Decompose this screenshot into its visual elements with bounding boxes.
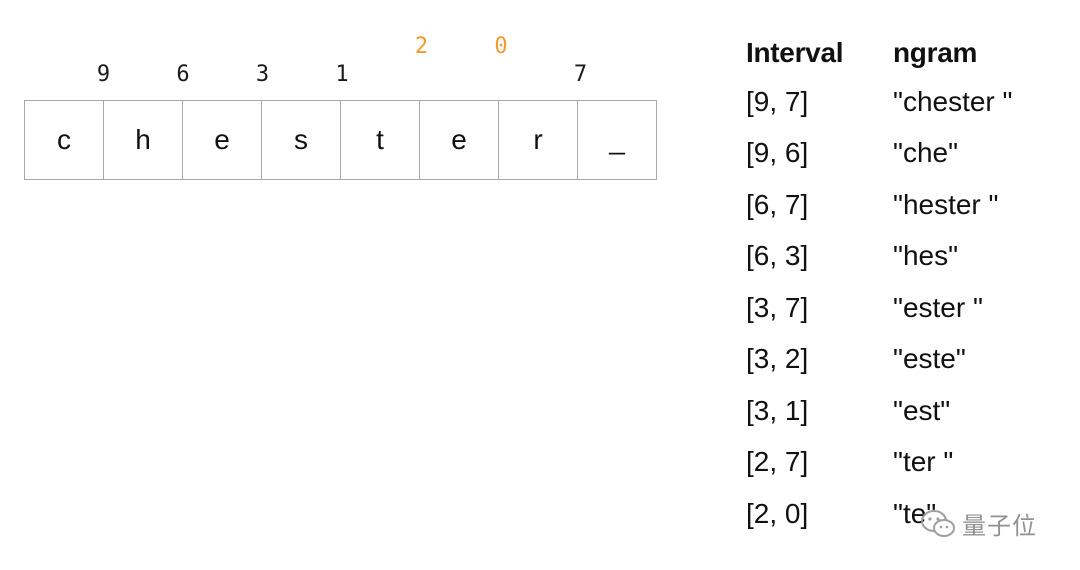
watermark-text: 量子位 — [962, 512, 1037, 540]
table-row: [9, 6] "che" — [746, 128, 1073, 180]
ngram-cell: "hester " — [893, 188, 999, 220]
table-row: [3, 7] "ester " — [746, 282, 1073, 334]
table-row: [3, 1] "est" — [746, 385, 1073, 437]
interval-cell: [3, 1] — [746, 394, 809, 426]
interval-table: Interval ngram [9, 7] "chester " [9, 6] "ch… — [746, 30, 1073, 540]
table-header: Interval ngram — [746, 30, 1073, 76]
interval-cell: [9, 7] — [746, 85, 809, 117]
char-cell: r — [499, 101, 578, 180]
boundary-label: 9 — [96, 62, 111, 87]
ngram-cell: "est" — [893, 394, 951, 426]
interval-cell: [9, 6] — [746, 137, 809, 169]
boundary-label: 0 — [494, 34, 508, 59]
boundary-label: 7 — [573, 62, 588, 87]
table-row: [6, 7] "hester " — [746, 179, 1073, 231]
ngram-cell: "ter " — [893, 446, 954, 478]
ngram-cell: "che" — [893, 137, 959, 169]
char-cell: e — [183, 101, 262, 180]
ngram-cell: "te" — [893, 497, 937, 529]
char-cell: c — [25, 101, 104, 180]
boundary-label: 2 — [414, 34, 429, 59]
ngram-cell: "chester " — [893, 85, 1013, 117]
boundary-label: 3 — [255, 62, 270, 87]
table-row: [6, 3] "hes" — [746, 231, 1073, 283]
char-cell: e — [420, 101, 499, 180]
char-cell: h — [104, 101, 183, 180]
table-body: [9, 7] "chester " [9, 6] "che" [6, 7] "hester… — [746, 76, 1073, 540]
interval-cell: [6, 7] — [746, 188, 809, 220]
boundary-label: 1 — [335, 62, 349, 87]
header-interval: Interval — [746, 37, 844, 68]
char-cell: t — [341, 101, 420, 180]
ngram-cell: "hes" — [893, 240, 959, 272]
interval-cell: [2, 7] — [746, 446, 809, 478]
table-row: [2, 0] "te" — [746, 488, 1073, 540]
ngram-cell: "ester " — [893, 291, 983, 323]
wechat-icon — [921, 509, 955, 537]
table-row: [9, 7] "chester " — [746, 76, 1073, 128]
interval-cell: [6, 3] — [746, 240, 809, 272]
interval-cell: [3, 2] — [746, 343, 809, 375]
interval-cell: [3, 7] — [746, 291, 809, 323]
char-cell: _ — [578, 101, 657, 180]
table-row: [3, 2] "este" — [746, 334, 1073, 386]
char-cell: s — [262, 101, 341, 180]
ngram-cell: "este" — [893, 343, 966, 375]
header-ngram: ngram — [893, 37, 978, 68]
interval-cell: [2, 0] — [746, 497, 809, 529]
boundary-label: 6 — [176, 62, 190, 87]
table-row: [2, 7] "ter " — [746, 437, 1073, 489]
watermark: 量子位 — [920, 506, 1037, 541]
